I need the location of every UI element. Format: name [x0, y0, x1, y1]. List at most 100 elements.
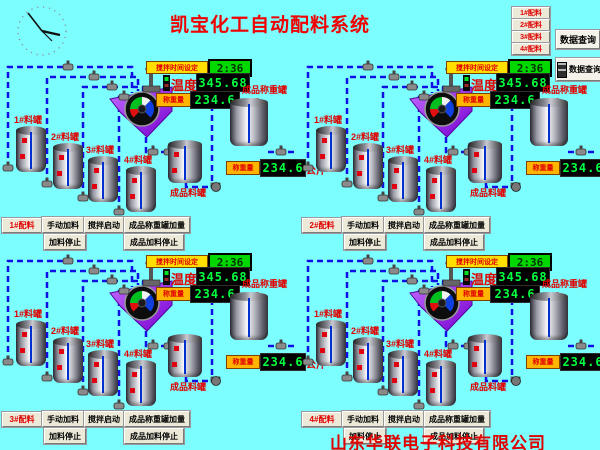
valve-icon [362, 60, 374, 71]
product-feed-stop-button[interactable]: 成品加料停止 [124, 428, 184, 444]
tank-indicator [57, 365, 62, 370]
tank-indicator [359, 349, 364, 354]
tank-indicator [474, 346, 479, 351]
pipe-segment [184, 377, 209, 383]
valve-icon [41, 371, 53, 382]
tank-level-line [184, 340, 186, 374]
weight-label: 称重量 [156, 93, 191, 107]
product-tank [168, 334, 202, 377]
feed-stop-button[interactable]: 加料停止 [44, 428, 86, 444]
weight-label-bottom: 称重量 [226, 355, 260, 369]
pump-icon [210, 376, 221, 386]
weigh-tank-add-button[interactable]: 成品称重罐加量 [124, 411, 190, 427]
header-batch-button-3[interactable]: 3#配料 [512, 31, 550, 43]
data-query-button[interactable]: 数据查询 [556, 30, 600, 49]
tank-dome [126, 166, 156, 175]
weight-label-bottom: 称重量 [526, 355, 560, 369]
tank-indicator [394, 168, 399, 173]
weigh-tank-add-button[interactable]: 成品称重罐加量 [424, 411, 490, 427]
tank-dome [388, 156, 418, 165]
tank-indicator [174, 346, 179, 351]
manual-feed-button[interactable]: 手动加料 [342, 411, 384, 427]
header-batch-button-4[interactable]: 4#配料 [512, 43, 550, 55]
product-weigh-tank [530, 292, 568, 340]
tank-4-label: 4#料罐 [124, 155, 153, 165]
stir-time-label: 搅拌时间设定 [446, 255, 508, 268]
stir-start-button[interactable]: 搅拌启动 [84, 411, 124, 427]
product-tank-label: 成品料罐 [470, 188, 507, 198]
tank-dome [426, 360, 456, 369]
feed-stop-button[interactable]: 加料停止 [344, 234, 386, 250]
product-tank [168, 140, 202, 183]
stir-time-label: 搅拌时间设定 [146, 61, 208, 74]
tank-indicator [92, 378, 97, 383]
product-tank [468, 334, 502, 377]
tank-indicator [472, 168, 477, 173]
valve-icon [388, 264, 400, 275]
valve-icon [275, 339, 287, 350]
manual-feed-button[interactable]: 手动加料 [42, 411, 84, 427]
material-tank-2 [53, 143, 83, 189]
tank-indicator [320, 348, 325, 353]
valve-icon [106, 80, 118, 91]
weight-label: 称重量 [156, 287, 191, 301]
feed-stop-button[interactable]: 加料停止 [44, 234, 86, 250]
weigh-tank-add-button[interactable]: 成品称重罐加量 [424, 217, 490, 233]
weight-unit-label-bottom: 公斤 [306, 166, 326, 177]
tank-1-label: 1#料罐 [314, 309, 343, 319]
header-batch-button-2[interactable]: 2#配料 [512, 19, 550, 31]
tank-indicator [432, 372, 437, 377]
tank-3-label: 3#料罐 [86, 145, 115, 155]
tank-1-label: 1#料罐 [314, 115, 343, 125]
weigh-tank-add-button[interactable]: 成品称重罐加量 [124, 217, 190, 233]
tank-level-line [440, 366, 442, 403]
material-tank-1 [16, 126, 46, 172]
tank-dome [88, 156, 118, 165]
valve-icon [88, 264, 100, 275]
batch-label-button[interactable]: 3#配料 [2, 412, 42, 427]
quadrant-batch-1: 搅拌时间设定 2:36 温度 345.68 称重量 234.6 公斤 成品称重罐… [0, 57, 326, 250]
temperature-display: 345.68 [196, 267, 250, 286]
valve-icon [575, 339, 587, 350]
tank-level-line [248, 104, 250, 143]
header-batch-button-1[interactable]: 1#配料 [512, 7, 550, 19]
tank-dome [388, 350, 418, 359]
tank-indicator [20, 154, 25, 159]
stir-start-button[interactable]: 搅拌启动 [384, 217, 424, 233]
batch-label-button[interactable]: 4#配料 [302, 412, 342, 427]
product-feed-stop-button[interactable]: 成品加料停止 [424, 428, 484, 444]
tank-level-line [484, 146, 486, 180]
tank-dome [230, 98, 268, 107]
tank-indicator [172, 362, 177, 367]
tank-level-line [30, 326, 32, 363]
weigh-tank-label: 成品称重罐 [542, 85, 588, 95]
tank-dome [168, 334, 202, 343]
tank-dome [230, 292, 268, 301]
material-tank-4 [426, 360, 456, 406]
tank-indicator [392, 184, 397, 189]
stir-start-button[interactable]: 搅拌启动 [384, 411, 424, 427]
manual-feed-button[interactable]: 手动加料 [42, 217, 84, 233]
tank-level-line [102, 356, 104, 393]
manual-feed-button[interactable]: 手动加料 [342, 217, 384, 233]
feed-stop-button[interactable]: 加料停止 [344, 428, 386, 444]
tank-level-line [67, 343, 69, 380]
tank-indicator [359, 155, 364, 160]
batch-label-button[interactable]: 1#配料 [2, 218, 42, 233]
product-feed-stop-button[interactable]: 成品加料停止 [424, 234, 484, 250]
batch-label-button[interactable]: 2#配料 [302, 218, 342, 233]
stir-start-button[interactable]: 搅拌启动 [84, 217, 124, 233]
company-name: 山东华联电子科技有限公司 [330, 434, 546, 450]
tank-indicator [392, 378, 397, 383]
tank-level-line [67, 149, 69, 186]
tank-indicator [322, 138, 327, 143]
tank-level-line [367, 343, 369, 380]
valve-icon [418, 90, 430, 101]
product-feed-stop-button[interactable]: 成品加料停止 [124, 234, 184, 250]
valve-icon [341, 371, 353, 382]
valve-icon [118, 90, 130, 101]
data-query-archive-button[interactable]: 数据查询 [556, 58, 600, 81]
page-title: 凯宝化工自动配料系统 [169, 15, 370, 36]
weight-display: 234.6 [490, 285, 540, 303]
